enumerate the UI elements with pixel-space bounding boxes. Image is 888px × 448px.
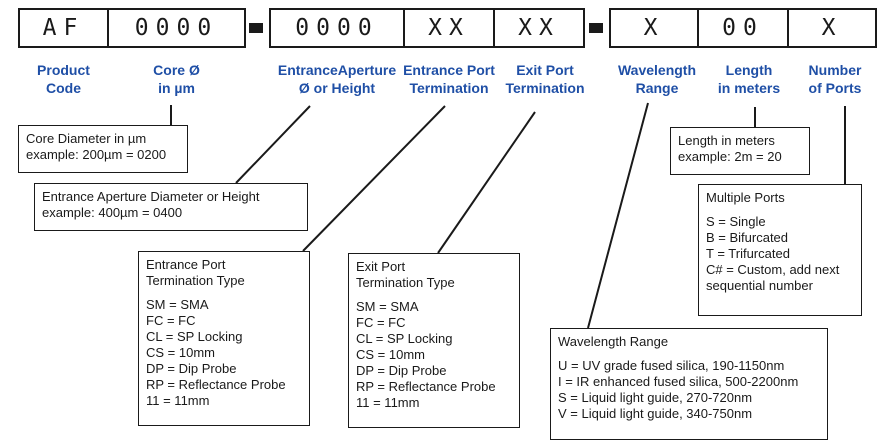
box-entrance-port-item: RP = Reflectance Probe — [146, 377, 286, 392]
box-exit-port-item: CL = SP Locking — [356, 331, 453, 346]
box-multiple-ports: Multiple Ports S = Single B = Bifurcated… — [698, 184, 862, 316]
connector-wavelength — [587, 102, 649, 329]
box-ports-item: T = Trifurcated — [706, 246, 790, 261]
label-product-code-line-2: Code — [46, 80, 81, 96]
box-exit-port-title-1: Exit Port — [356, 259, 406, 274]
box-entrance-port-item: SM = SMA — [146, 297, 209, 312]
box-core-line-2: example: 200µm = 0200 — [26, 147, 167, 162]
box-wavelength-title: Wavelength Range — [558, 334, 669, 349]
label-exit-port-line-2: Termination — [505, 80, 585, 96]
box-exit-port-item: FC = FC — [356, 315, 406, 330]
box-ports-title: Multiple Ports — [706, 190, 785, 205]
box-ports-item: B = Bifurcated — [706, 230, 789, 245]
label-exit-port-line-1: Exit Port — [516, 62, 574, 78]
label-length: Length in meters — [703, 61, 795, 97]
label-core: Core Ø in µm — [107, 61, 246, 97]
box-ports-item: sequential number — [706, 278, 813, 293]
box-core-diameter: Core Diameter in µm example: 200µm = 020… — [18, 125, 188, 173]
label-wavelength: Wavelength Range — [609, 61, 705, 97]
box-exit-port-title-2: Termination Type — [356, 275, 455, 290]
connector-entrance-aperture — [235, 105, 311, 184]
box-entrance-port-item: CS = 10mm — [146, 345, 215, 360]
box-entrance-aperture-line-2: example: 400µm = 0400 — [42, 205, 183, 220]
box-core-line-1: Core Diameter in µm — [26, 131, 147, 146]
box-entrance-port-item: 11 = 11mm — [146, 393, 210, 408]
label-core-line-1: Core Ø — [153, 62, 200, 78]
label-core-line-2: in µm — [158, 80, 195, 96]
label-ports-line-2: of Ports — [808, 80, 862, 96]
segment-entrance-port: XX — [403, 8, 495, 48]
box-wavelength-range: Wavelength Range U = UV grade fused sili… — [550, 328, 828, 440]
segment-product-code: AF — [18, 8, 109, 48]
box-entrance-aperture: Entrance Aperture Diameter or Height exa… — [34, 183, 308, 231]
label-ports-line-1: Number — [808, 62, 862, 78]
label-length-line-2: in meters — [717, 80, 781, 96]
label-entrance-aperture-line-2: Ø or Height — [298, 80, 376, 96]
box-ports-item: S = Single — [706, 214, 766, 229]
box-length-line-2: example: 2m = 20 — [678, 149, 782, 164]
box-exit-port-item: SM = SMA — [356, 299, 419, 314]
segment-core: 0000 — [107, 8, 246, 48]
label-entrance-port-line-2: Termination — [409, 80, 489, 96]
box-wavelength-item: S = Liquid light guide, 270-720nm — [558, 390, 753, 405]
separator-dash-1 — [249, 23, 263, 33]
segment-entrance-aperture: 0000 — [269, 8, 405, 48]
separator-dash-2 — [589, 23, 603, 33]
label-length-line-1: Length — [725, 62, 773, 78]
box-entrance-port-item: FC = FC — [146, 313, 196, 328]
box-wavelength-item: V = Liquid light guide, 340-750nm — [558, 406, 753, 421]
label-exit-port: Exit Port Termination — [497, 61, 593, 97]
label-ports: Number of Ports — [790, 61, 880, 97]
label-entrance-aperture-line-1: EntranceAperture — [277, 62, 397, 78]
box-entrance-port-item: DP = Dip Probe — [146, 361, 237, 376]
box-entrance-port-title-2: Termination Type — [146, 273, 245, 288]
label-entrance-port: Entrance Port Termination — [403, 61, 495, 97]
box-length-line-1: Length in meters — [678, 133, 775, 148]
box-wavelength-item: I = IR enhanced fused silica, 500-2200nm — [558, 374, 799, 389]
box-exit-port-item: RP = Reflectance Probe — [356, 379, 496, 394]
box-entrance-port: Entrance Port Termination Type SM = SMA … — [138, 251, 310, 426]
box-exit-port-item: 11 = 11mm — [356, 395, 420, 410]
box-ports-item: C# = Custom, add next — [706, 262, 840, 277]
segment-exit-port: XX — [493, 8, 585, 48]
box-entrance-aperture-line-1: Entrance Aperture Diameter or Height — [42, 189, 260, 204]
box-wavelength-item: U = UV grade fused silica, 190-1150nm — [558, 358, 785, 373]
connector-entrance-port — [302, 105, 446, 252]
label-wavelength-line-1: Wavelength — [617, 62, 697, 78]
label-entrance-aperture: EntranceAperture Ø or Height — [252, 61, 422, 97]
label-product-code-line-1: Product — [37, 62, 90, 78]
label-wavelength-line-2: Range — [635, 80, 679, 96]
box-exit-port: Exit Port Termination Type SM = SMA FC =… — [348, 253, 520, 428]
box-entrance-port-item: CL = SP Locking — [146, 329, 243, 344]
label-product-code: Product Code — [18, 61, 109, 97]
box-exit-port-item: CS = 10mm — [356, 347, 425, 362]
box-length: Length in meters example: 2m = 20 — [670, 127, 810, 175]
label-entrance-port-line-1: Entrance Port — [403, 62, 495, 78]
box-entrance-port-title-1: Entrance Port — [146, 257, 226, 272]
segment-ports: X — [787, 8, 877, 48]
box-exit-port-item: DP = Dip Probe — [356, 363, 447, 378]
connector-exit-port — [437, 111, 536, 254]
